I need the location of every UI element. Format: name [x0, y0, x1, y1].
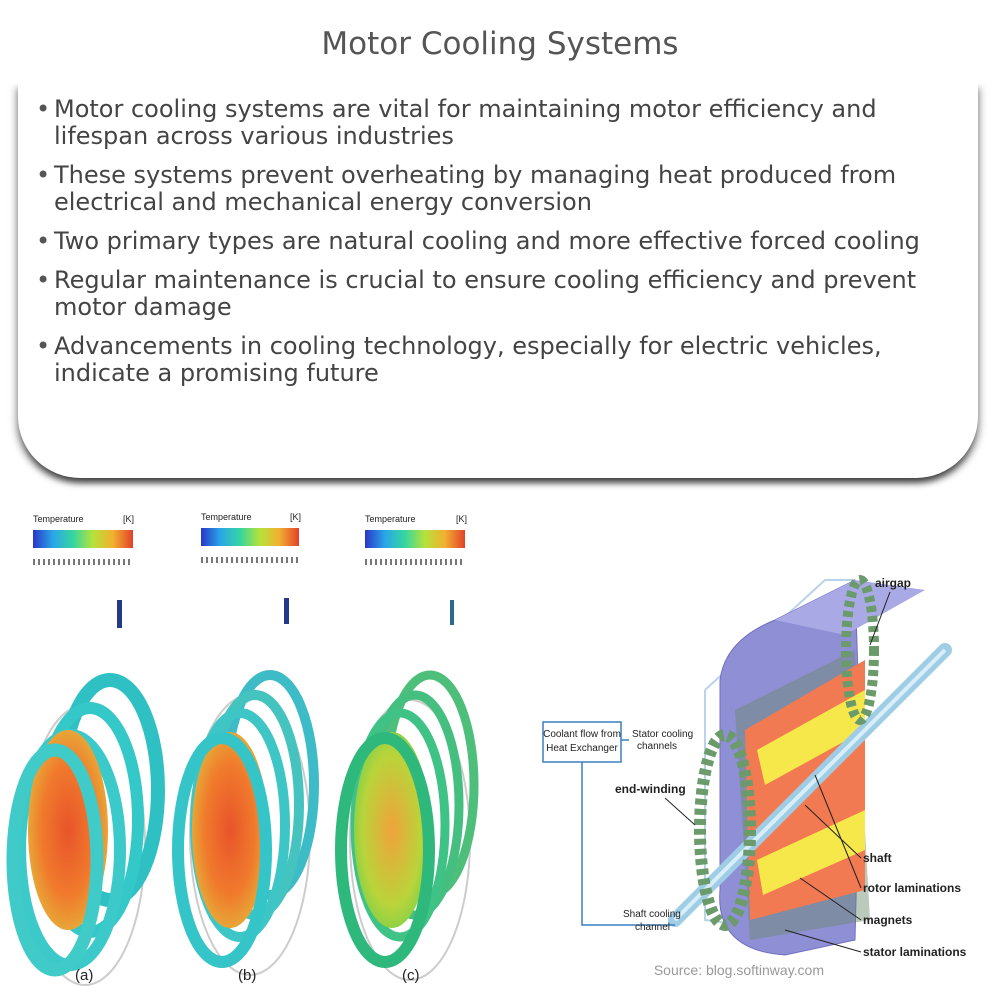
stator-cooling-label-line2: channels: [637, 741, 677, 752]
panel-label: (b): [238, 967, 256, 984]
panel-c: Temperature [K] (c): [335, 514, 479, 984]
legend-unit: [K]: [123, 514, 134, 524]
airgap-label: airgap: [875, 576, 911, 590]
panel-label: (c): [402, 967, 420, 984]
bullet-list: Motor cooling systems are vital for main…: [36, 96, 966, 399]
panel-a: Temperature [K] (a): [6, 514, 165, 986]
magnets-label: magnets: [863, 913, 913, 927]
legend-unit: [K]: [456, 514, 467, 524]
thermal-simulation-figure: Temperature [K] (a) Temperature [K] (b) …: [6, 512, 479, 986]
stator-cooling-label-line1: Stator cooling: [632, 729, 693, 740]
panel-b: Temperature [K] (b): [172, 512, 319, 984]
legend-title: Temperature: [365, 514, 416, 524]
image-source: Source: blog.softinway.com: [653, 962, 824, 978]
color-scale: [33, 530, 133, 548]
legend-title: Temperature: [33, 514, 84, 524]
stator-laminations-label: stator laminations: [863, 945, 967, 959]
motor-cutaway-diagram: Coolant flow from Heat Exchanger Stator …: [542, 575, 967, 959]
coolant-flow-label-line1: Coolant flow from: [543, 729, 621, 740]
color-scale: [365, 530, 465, 548]
bullet-item: These systems prevent overheating by man…: [36, 162, 966, 216]
color-scale: [201, 528, 299, 546]
legend-title: Temperature: [201, 512, 252, 522]
bullet-item: Advancements in cooling technology, espe…: [36, 333, 966, 387]
bullet-item: Regular maintenance is crucial to ensure…: [36, 267, 966, 321]
bullet-item: Motor cooling systems are vital for main…: [36, 96, 966, 150]
coolant-flow-label-line2: Heat Exchanger: [546, 743, 618, 754]
page-title: Motor Cooling Systems: [321, 26, 679, 62]
rotor-laminations-label: rotor laminations: [863, 881, 961, 895]
shaft-cooling-label-line1: Shaft cooling: [623, 909, 681, 920]
bullet-item: Two primary types are natural cooling an…: [36, 228, 966, 256]
end-winding-label: end-winding: [615, 782, 686, 796]
shaft-label: shaft: [863, 851, 892, 865]
panel-label: (a): [75, 967, 93, 984]
legend-unit: [K]: [290, 512, 301, 522]
coolant-flow-box: [542, 721, 622, 763]
shaft-cooling-label-line2: channel: [635, 922, 670, 933]
